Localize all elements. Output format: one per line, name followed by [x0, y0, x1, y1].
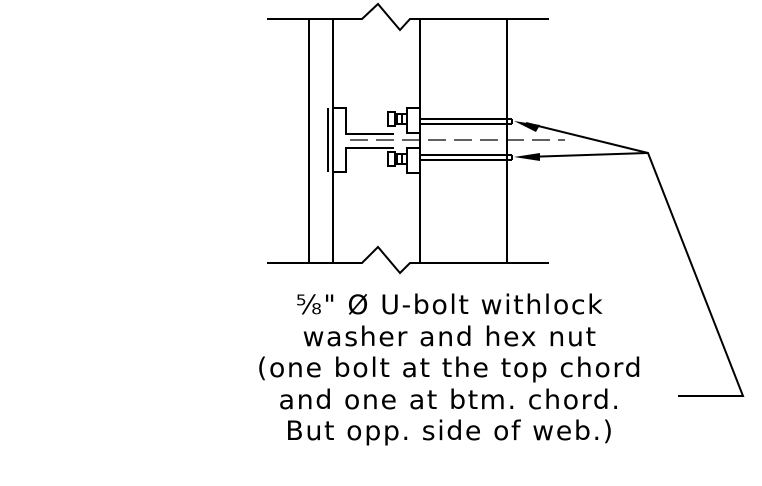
callout-line-1: ⅝" Ø U-bolt withlock [215, 290, 685, 322]
lower-ubolt [387, 147, 513, 174]
callout-line-3: (one bolt at the top chord [256, 353, 644, 384]
leader-line-lower [525, 152, 649, 158]
arrowhead-lower [514, 153, 540, 161]
fraction-five-eighths: ⅝ [295, 290, 324, 321]
callout-line-4: and one at btm. chord. [278, 384, 622, 416]
bottom-break-line [267, 245, 549, 275]
callout-line-5: But opp. side of web.) [285, 416, 615, 447]
top-break-line [267, 2, 549, 32]
upper-ubolt [387, 107, 513, 134]
callout-line-2: washer and hex nut [302, 321, 598, 353]
arrowhead-upper [514, 121, 540, 132]
leader-line [525, 122, 745, 397]
connection-plate [333, 107, 394, 173]
callout-line-1-text: " Ø U-bolt withlock [323, 290, 605, 321]
callout-note: ⅝" Ø U-bolt withlock washer and hex nut … [215, 290, 685, 448]
